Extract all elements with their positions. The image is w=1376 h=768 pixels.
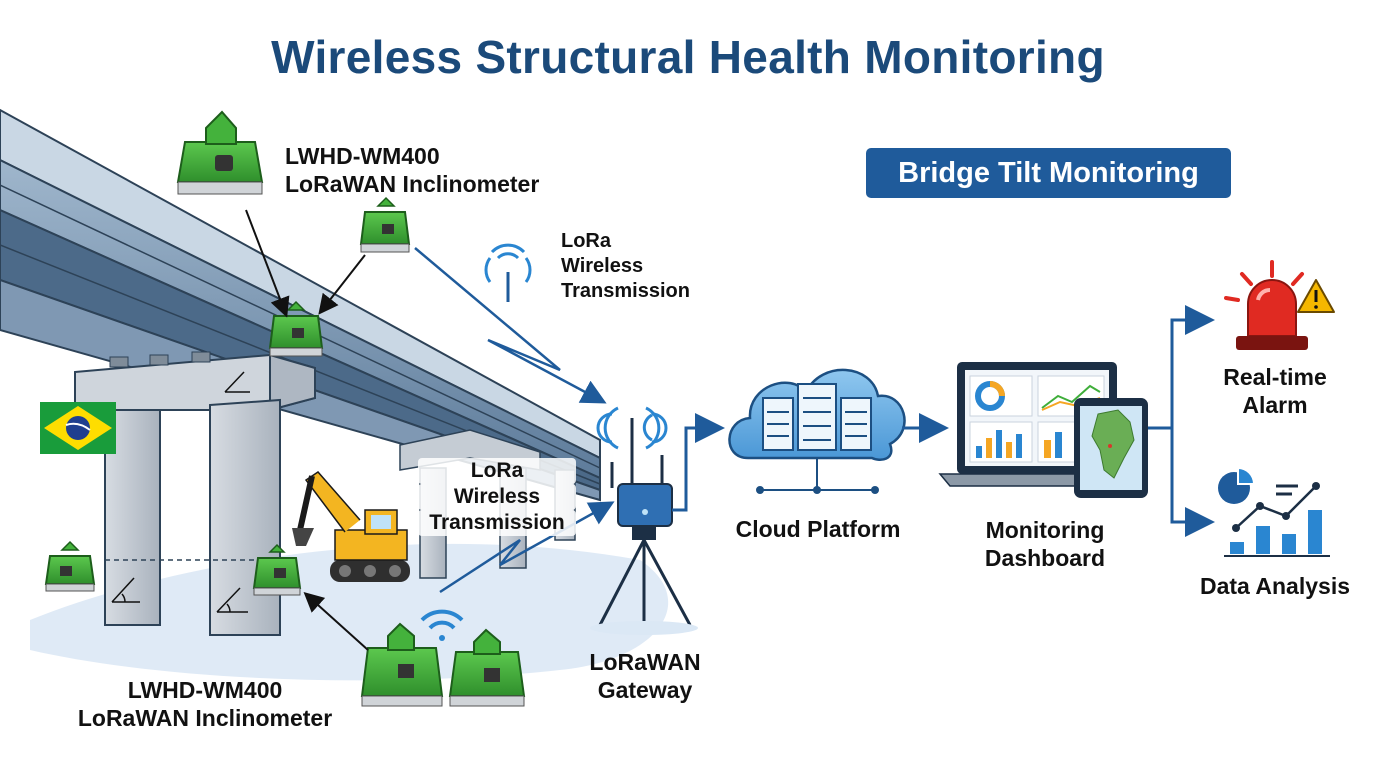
tablet-map-icon <box>1074 398 1148 498</box>
ground-shadow <box>30 543 669 681</box>
dashboard-label-line1: Monitoring <box>985 517 1105 543</box>
cloud-platform-label: Cloud Platform <box>735 516 901 542</box>
page-title: Wireless Structural Health Monitoring <box>271 31 1105 83</box>
sensor-deck-2 <box>268 300 324 357</box>
lora-mid-line3: Transmission <box>418 510 576 536</box>
lora-top-line3: Transmission <box>561 280 690 302</box>
lora-mid-line2: Wireless <box>418 484 576 510</box>
sensor-column-left <box>44 540 96 592</box>
warning-icon <box>1297 279 1335 313</box>
pie-chart-icon <box>1218 466 1256 504</box>
dashboard-label-line2: Dashboard <box>984 545 1106 571</box>
sensor-ground-pair <box>360 622 526 707</box>
lora-label-mid: LoRa Wireless Transmission <box>418 458 576 536</box>
sensor-label-bottom-type: LoRaWAN Inclinometer <box>77 705 333 731</box>
lora-label-top: LoRa Wireless Transmission <box>561 229 690 304</box>
alarm-label-line2: Alarm <box>1242 392 1308 418</box>
sensor-top-large <box>176 110 264 195</box>
sensor-label-bottom-model: LWHD-WM400 <box>127 677 283 703</box>
lora-top-line2: Wireless <box>561 255 644 277</box>
pointer-arrows <box>245 209 369 651</box>
data-analysis-label: Data Analysis <box>1200 573 1350 599</box>
cloud-server-icon <box>728 368 906 494</box>
lora-mid-line1: LoRa <box>418 458 576 484</box>
sensor-label-bottom: LWHD-WM400 LoRaWAN Inclinometer <box>60 676 350 732</box>
lora-top-line1: LoRa <box>561 230 611 252</box>
gateway-router-icon <box>590 406 698 635</box>
excavator-icon <box>292 471 410 582</box>
gateway-label-line1: LoRaWAN <box>589 649 701 675</box>
sensor-label-top-model: LWHD-WM400 <box>285 143 440 169</box>
wifi-signal-icon <box>420 243 532 641</box>
bar-chart-icon <box>1224 482 1330 557</box>
sensor-deck-1 <box>359 196 411 253</box>
sensor-column-right <box>252 543 302 596</box>
dashboard-label: Monitoring Dashboard <box>945 516 1145 572</box>
alarm-label-line1: Real-time <box>1223 364 1327 390</box>
gateway-label: LoRaWAN Gateway <box>565 648 725 704</box>
sensor-label-top-type: LoRaWAN Inclinometer <box>285 171 540 197</box>
flow-arrows <box>672 305 1215 537</box>
brazil-flag-icon <box>40 402 116 454</box>
alarm-label: Real-time Alarm <box>1190 363 1360 419</box>
bridge-tilt-badge: Bridge Tilt Monitoring <box>866 148 1231 198</box>
alarm-beacon-icon <box>1224 260 1308 350</box>
gateway-label-line2: Gateway <box>597 677 693 703</box>
sensor-label-top: LWHD-WM400 LoRaWAN Inclinometer <box>285 142 539 198</box>
